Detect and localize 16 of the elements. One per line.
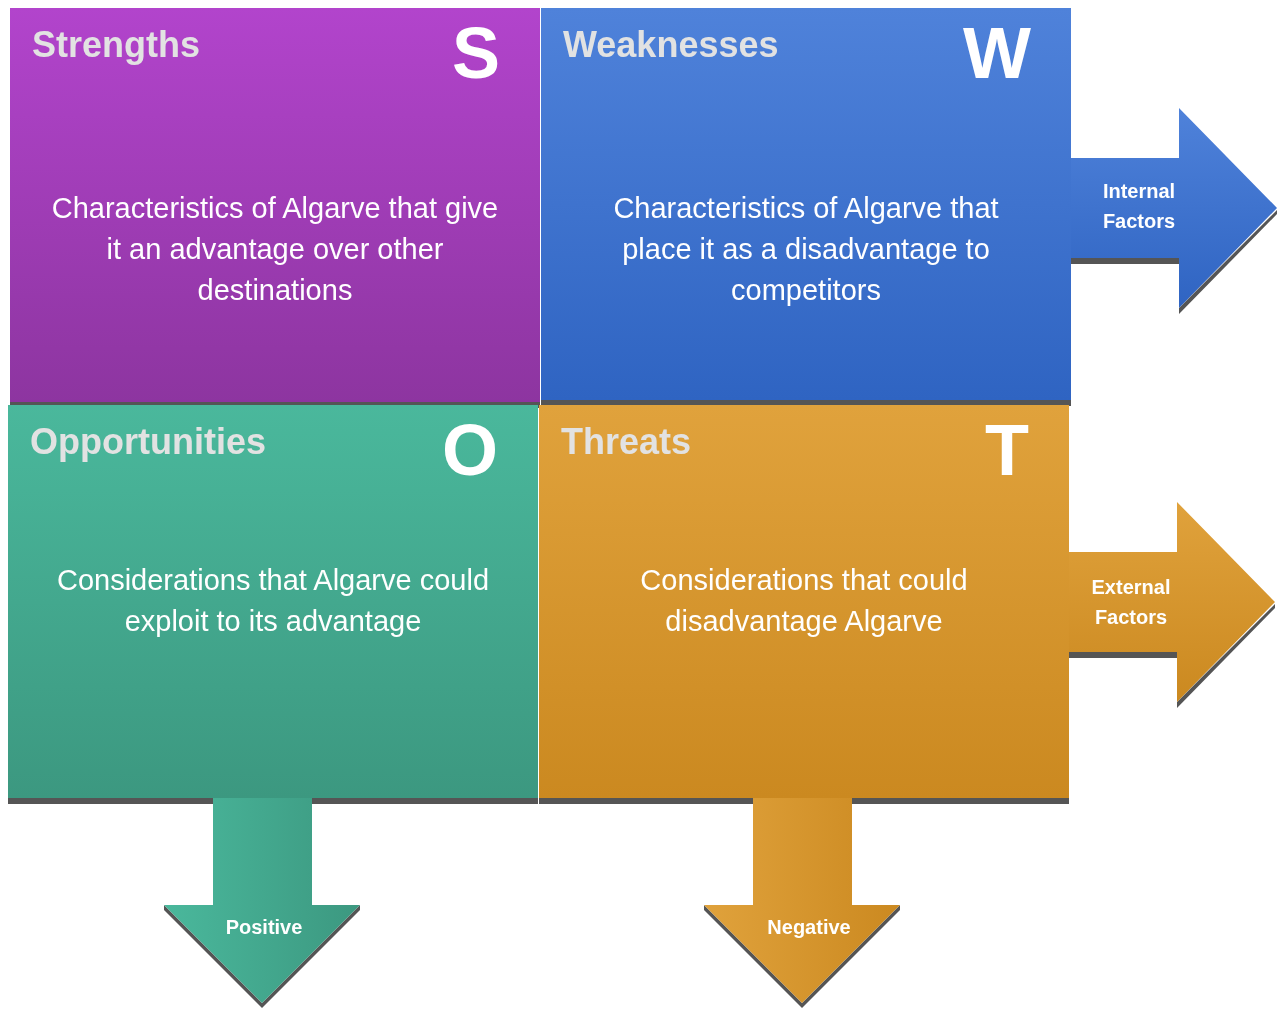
- heading: Weaknesses: [563, 24, 779, 66]
- description-text: Considerations that Algarve could exploit to its advantage: [55, 563, 490, 639]
- arrow-label: External Factors: [1090, 575, 1172, 630]
- heading: Opportunities: [30, 421, 266, 463]
- quadrant-letter: T: [985, 409, 1029, 491]
- quadrant-letter: W: [963, 12, 1031, 94]
- arrow-label: Internal Factors: [1101, 179, 1177, 234]
- heading: Strengths: [32, 24, 200, 66]
- quadrant-letter: O: [442, 409, 498, 491]
- description-text: Characteristics of Algarve that place it as a disadvantage to competitors: [612, 191, 1000, 308]
- description-text: Characteristics of Algarve that give it an advantage over other destinations: [50, 191, 500, 308]
- heading: Threats: [561, 421, 692, 463]
- quadrant-letter: S: [451, 12, 500, 94]
- description-text: Considerations that could disadvantage Algarve: [639, 563, 969, 639]
- arrow-label: Negative: [766, 915, 852, 940]
- arrow-label: Positive: [224, 915, 304, 940]
